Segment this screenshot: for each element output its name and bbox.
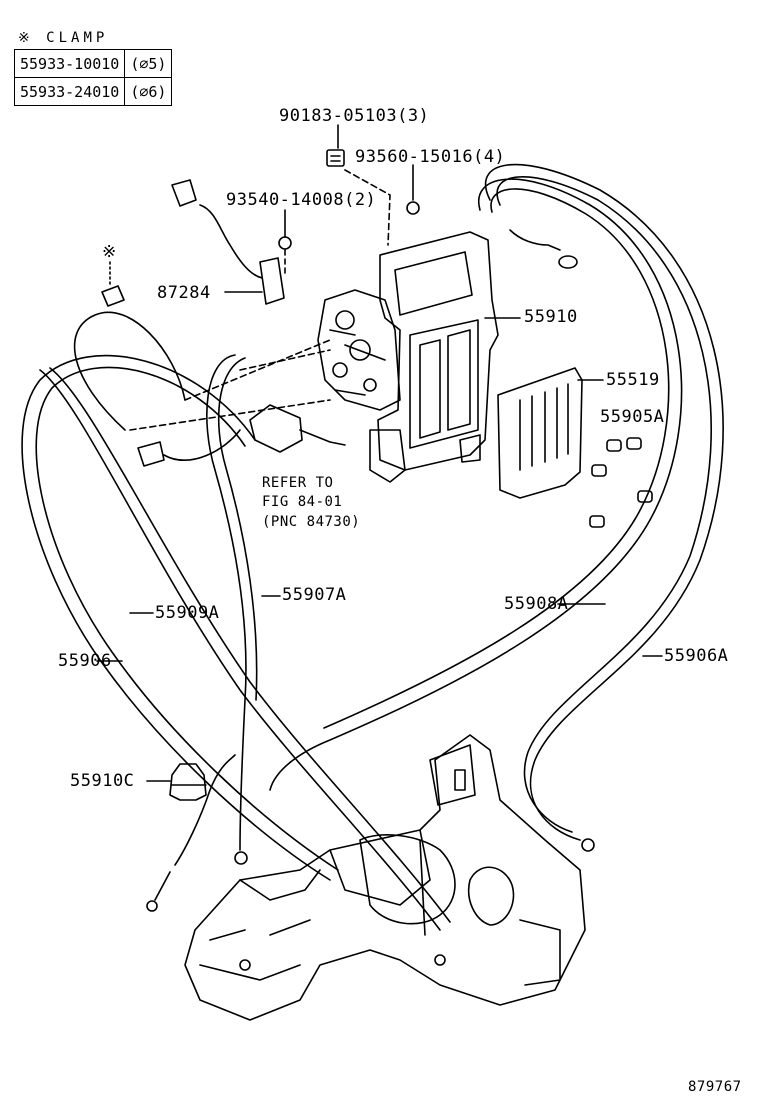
callout-55910: 55910: [524, 307, 578, 327]
cable-short-left: [146, 754, 236, 912]
cable-55906: [21, 354, 339, 881]
clamp-table-title: ※ CLAMP: [18, 30, 109, 46]
callout-55909a: 55909A: [155, 603, 220, 623]
refer-line-2: FIG 84-01: [262, 494, 343, 510]
connector-left: [137, 429, 241, 467]
callout-55906: 55906: [58, 651, 112, 671]
actuator-assembly: [317, 289, 401, 411]
cable-55908a: [269, 178, 683, 791]
cable-55906a: [484, 163, 724, 852]
table-row: 55933-10010 (⌀5): [13, 49, 173, 78]
callout-55910c: 55910C: [70, 771, 135, 791]
grommets-55905a: [589, 437, 653, 528]
callout-55906a: 55906A: [664, 646, 729, 666]
table-row: 55933-24010 (⌀6): [13, 77, 173, 106]
bracket-55910: [369, 231, 499, 483]
switch-84730: [249, 404, 346, 453]
cable-55909a: [39, 311, 451, 931]
figure-number: 879767: [688, 1079, 742, 1095]
clamp-part: [101, 285, 125, 307]
transaxle-assembly: [184, 734, 586, 1021]
clamp-table: 55933-10010 (⌀5) 55933-24010 (⌀6): [13, 49, 173, 106]
callout-87284: 87284: [157, 283, 211, 303]
nut-93540-icon: [278, 236, 292, 250]
cover-55519: [497, 367, 583, 499]
callout-asterisk: ※: [102, 242, 117, 262]
clamp-size: (⌀6): [124, 77, 173, 106]
callout-55519: 55519: [606, 370, 660, 390]
clamp-size: (⌀5): [124, 49, 173, 78]
callout-90183-05103: 90183-05103(3): [279, 106, 430, 126]
clamp-part-number: 55933-10010: [13, 49, 126, 78]
refer-line-3: (PNC 84730): [262, 514, 361, 530]
callout-55905a: 55905A: [600, 407, 665, 427]
nut-93560-icon: [406, 201, 420, 215]
callout-93560-15016: 93560-15016(4): [355, 147, 506, 167]
grommet-55910c: [169, 763, 207, 801]
clamp-part-number: 55933-24010: [13, 77, 126, 106]
callout-55907a: 55907A: [282, 585, 347, 605]
screw-90183: [326, 149, 345, 167]
callout-55908a: 55908A: [504, 594, 569, 614]
callout-93540-14008: 93540-14008(2): [226, 190, 377, 210]
refer-line-1: REFER TO: [262, 475, 334, 491]
sensor-87284: [171, 179, 285, 305]
